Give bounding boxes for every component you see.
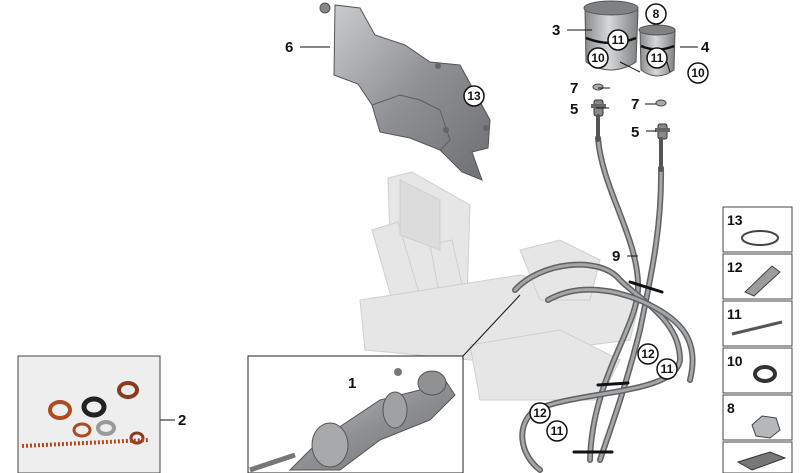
svg-text:11: 11 [651, 51, 664, 65]
svg-text:12: 12 [533, 406, 547, 420]
panel-label-11: 11 [727, 306, 742, 322]
callout-3: 3 [552, 22, 560, 39]
circled-callout-10a: 10 [587, 47, 609, 69]
circled-callout-11b: 11 [646, 47, 668, 69]
callout-numbers: 6 3 4 7 7 5 5 9 1 2 [178, 22, 710, 429]
svg-text:11: 11 [612, 33, 625, 47]
circled-callout-11c: 11 [656, 358, 678, 380]
callout-2: 2 [178, 412, 186, 429]
o-ring-icon [753, 365, 777, 383]
circled-callout-13: 13 [463, 85, 485, 107]
hose-lines-part-9 [512, 114, 696, 473]
panel-cell-10: 10 [722, 347, 793, 394]
panel-label-13: 13 [727, 212, 743, 228]
circled-callouts: 8 11 11 10 10 13 12 11 [463, 3, 709, 442]
svg-text:11: 11 [551, 424, 564, 438]
clip-bracket-icon [744, 265, 781, 297]
repair-kit-inset [17, 355, 161, 473]
svg-text:8: 8 [653, 7, 660, 21]
cable-tie-icon [731, 320, 783, 336]
callout-4: 4 [701, 39, 710, 56]
callout-1: 1 [348, 375, 356, 392]
washer-7b [655, 99, 667, 107]
panel-label-12: 12 [727, 259, 743, 275]
circled-callout-11d: 11 [546, 420, 568, 442]
panel-label-8: 8 [727, 400, 735, 416]
panel-cell-extra [722, 441, 793, 473]
panel-label-10: 10 [727, 353, 743, 369]
panel-cell-12: 12 [722, 253, 793, 300]
svg-text:12: 12 [641, 347, 655, 361]
pedal-assembly-background [359, 171, 641, 401]
washer-7a [592, 83, 604, 91]
nut-icon [751, 415, 781, 439]
callout-6: 6 [285, 39, 293, 56]
circled-callout-12a: 12 [637, 343, 659, 365]
svg-text:10: 10 [691, 66, 705, 80]
svg-text:11: 11 [661, 362, 674, 376]
pad-icon [736, 451, 787, 471]
svg-text:10: 10 [591, 51, 605, 65]
svg-text:13: 13 [467, 89, 481, 103]
callout-5a: 5 [570, 101, 578, 118]
callout-7a: 7 [570, 80, 578, 97]
circled-callout-10b: 10 [687, 62, 709, 84]
circled-callout-12b: 12 [529, 402, 551, 424]
panel-cell-11: 11 [722, 300, 793, 347]
callout-9: 9 [612, 248, 620, 265]
hose-clamp-icon [741, 230, 779, 246]
circled-callout-8: 8 [645, 3, 667, 25]
small-parts-panel: 13 12 11 10 8 [722, 206, 793, 473]
panel-cell-13: 13 [722, 206, 793, 253]
circled-callout-11a: 11 [607, 29, 629, 51]
panel-cell-8: 8 [722, 394, 793, 441]
connector-5b [655, 123, 670, 140]
callout-5b: 5 [631, 124, 639, 141]
detail-inset-actuator [247, 355, 464, 473]
heat-shield-part-6 [319, 2, 491, 181]
callout-7b: 7 [631, 96, 639, 113]
